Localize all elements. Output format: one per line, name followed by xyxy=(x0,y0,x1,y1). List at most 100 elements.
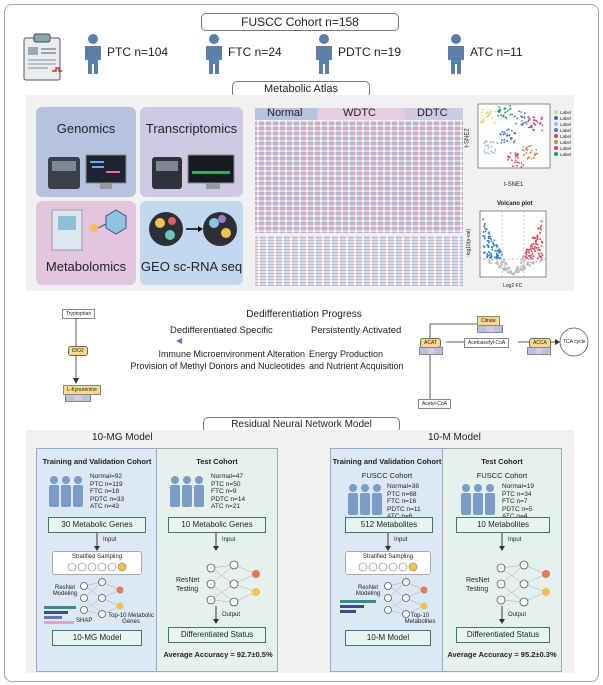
heatmap-group-wdtc: WDTC xyxy=(343,107,376,119)
tsne-point xyxy=(534,154,537,157)
resnet-line: Modeling xyxy=(52,591,78,597)
volcano-point xyxy=(501,261,504,264)
stat-line: PDTC n=11 xyxy=(387,505,421,513)
volcano-point xyxy=(503,264,506,267)
tsne-point xyxy=(511,137,513,139)
tsne-point xyxy=(541,129,544,132)
tsne-point xyxy=(506,129,509,132)
tsne-point xyxy=(517,157,519,160)
stat-line: ATC n=4 xyxy=(502,513,534,521)
tca-cycle-label: TCA cycle xyxy=(563,339,586,345)
volcano-point xyxy=(524,251,527,254)
tsne-point xyxy=(529,126,531,129)
tsne-point xyxy=(529,144,532,147)
tsne-point xyxy=(489,112,492,114)
tsne-point xyxy=(480,121,483,123)
tsne-point xyxy=(527,115,530,118)
volcano-point xyxy=(535,247,538,250)
stat-line: Normal=47 xyxy=(211,473,243,480)
volcano-point xyxy=(527,258,530,261)
stat-line: PTC n=50 xyxy=(211,480,241,488)
ketone-pathway xyxy=(429,323,589,400)
volcano-point xyxy=(503,261,506,264)
volcano-point xyxy=(531,257,534,260)
tsne-point xyxy=(520,111,522,113)
stat-line: PTC n=34 xyxy=(502,490,532,498)
people-group-icon-m-test xyxy=(461,484,495,515)
volcano-point xyxy=(495,255,498,258)
volcano-point xyxy=(541,258,544,261)
tsne-point xyxy=(483,150,486,153)
volcano-point xyxy=(509,269,512,272)
tsne-point xyxy=(523,112,526,115)
volcano-point xyxy=(488,259,491,262)
tsne-point xyxy=(506,134,509,137)
volcano-point xyxy=(507,267,510,270)
tsne-point xyxy=(487,145,490,147)
volcano-point xyxy=(486,244,489,247)
tsne-point xyxy=(486,144,488,147)
tsne-point xyxy=(493,152,496,155)
tsne-point xyxy=(489,141,492,144)
volcano-point xyxy=(527,251,530,254)
volcano-point xyxy=(498,251,501,254)
tsne-point xyxy=(481,108,484,111)
volcano-point xyxy=(496,260,499,263)
m-train-subtitle: FUSCC Cohort xyxy=(361,471,413,480)
m-train-input-label: Input xyxy=(394,537,408,543)
m-model-title: 10-M Model xyxy=(428,432,481,443)
resnet-line: ResNet xyxy=(176,577,200,584)
tsne-point xyxy=(511,165,514,168)
tsne-point xyxy=(510,138,512,141)
stat-line: PTC n=68 xyxy=(387,490,417,498)
dediff-right-line-1: Energy Production xyxy=(309,349,384,359)
tsne-point xyxy=(513,115,516,118)
tsne-point xyxy=(516,154,519,156)
scrna-label: GEO sc-RNA seq xyxy=(140,259,243,274)
shap-bar xyxy=(44,611,68,614)
tsne-point xyxy=(523,121,526,124)
stat-line: PDTC n=5 xyxy=(502,505,533,513)
heatmap-header: Normal WDTC DDTC xyxy=(255,107,463,120)
shap-label: SHAP xyxy=(76,618,93,624)
volcano-point xyxy=(488,261,491,264)
shap-bar xyxy=(340,605,364,608)
tsne-ylabel: t-SNE2 xyxy=(464,128,471,148)
tsne-point xyxy=(493,141,495,144)
volcano-point xyxy=(529,254,532,257)
volcano-point xyxy=(540,244,543,247)
legend-dot-icon xyxy=(554,152,558,156)
volcano-point xyxy=(483,222,486,225)
tsne-point xyxy=(502,114,505,117)
tsne-point xyxy=(529,151,532,154)
legend-dot-icon xyxy=(554,134,558,138)
volcano-point xyxy=(487,239,490,242)
volcano-point xyxy=(524,258,527,261)
tsne-point xyxy=(486,111,489,114)
sequencer-monitor-icon xyxy=(152,154,235,189)
volcano-point xyxy=(494,249,497,252)
volcano-point xyxy=(492,242,495,245)
volcano-point xyxy=(536,235,539,238)
volcano-point xyxy=(500,261,503,264)
acetyl-coa-label: Acetyl-CoA xyxy=(418,399,452,409)
tsne-legend-item: Label xyxy=(554,140,571,146)
volcano-point xyxy=(493,244,496,247)
volcano-point xyxy=(541,254,544,257)
m-test-input-label: Input xyxy=(508,537,522,543)
transcriptomics-label: Transcriptomics xyxy=(145,121,238,136)
stat-line: ATC n=43 xyxy=(90,503,119,510)
dediff-left-line-2: Provision of Methyl Donors and Nucleotid… xyxy=(130,361,305,371)
arrow-down-icon xyxy=(499,606,505,624)
tsne-point xyxy=(501,131,504,134)
tsne-point xyxy=(500,114,503,117)
tsne-point xyxy=(520,162,523,165)
m-test-genes-box: 10 Metabolites xyxy=(456,517,550,533)
resnet-line: Modeling xyxy=(355,591,381,597)
tsne-xlabel: t-SNE1 xyxy=(504,182,524,188)
tsne-point xyxy=(523,117,526,119)
person-icon-ptc xyxy=(85,34,101,74)
clipboard-icon xyxy=(23,33,62,81)
neural-net-icon xyxy=(206,560,260,607)
